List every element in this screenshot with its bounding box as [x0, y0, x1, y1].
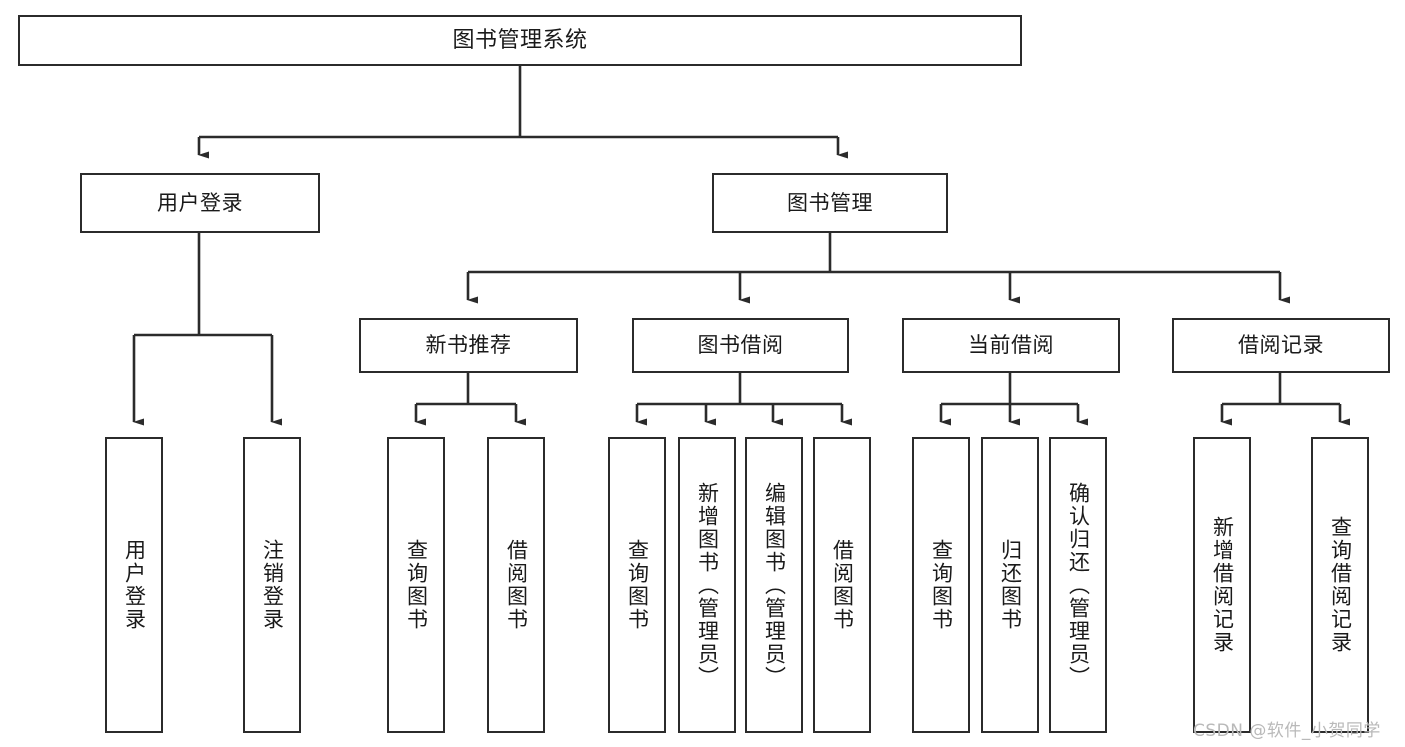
node-user-login-label: 用户登录: [157, 190, 243, 215]
node-leaf-query-record[interactable]: 查询借阅记录: [1311, 437, 1369, 733]
node-leaf-query-book-3-label: 查询图书: [929, 539, 954, 631]
node-leaf-return-book[interactable]: 归还图书: [981, 437, 1039, 733]
node-leaf-query-book-2-label: 查询图书: [625, 539, 650, 631]
node-new-book-recommend[interactable]: 新书推荐: [359, 318, 578, 373]
node-user-login[interactable]: 用户登录: [80, 173, 320, 233]
node-new-book-recommend-label: 新书推荐: [425, 333, 512, 358]
node-book-manage[interactable]: 图书管理: [712, 173, 948, 233]
node-leaf-return-book-label: 归还图书: [998, 539, 1023, 631]
node-leaf-add-record-label: 新增借阅记录: [1210, 516, 1235, 654]
node-leaf-logout-login[interactable]: 注销登录: [243, 437, 301, 733]
node-leaf-add-book-label: 新增图书（管理员）: [695, 481, 720, 689]
node-leaf-user-login[interactable]: 用户登录: [105, 437, 163, 733]
node-book-manage-label: 图书管理: [787, 190, 873, 215]
node-current-borrow[interactable]: 当前借阅: [902, 318, 1120, 373]
node-leaf-add-book[interactable]: 新增图书（管理员）: [678, 437, 736, 733]
node-leaf-query-book-1-label: 查询图书: [404, 539, 429, 631]
node-leaf-borrow-book-1[interactable]: 借阅图书: [487, 437, 545, 733]
node-leaf-confirm-return-label: 确认归还（管理员）: [1066, 481, 1091, 689]
node-leaf-edit-book[interactable]: 编辑图书（管理员）: [745, 437, 803, 733]
node-leaf-confirm-return[interactable]: 确认归还（管理员）: [1049, 437, 1107, 733]
node-book-borrow[interactable]: 图书借阅: [632, 318, 849, 373]
node-leaf-query-record-label: 查询借阅记录: [1328, 516, 1353, 654]
node-leaf-query-book-2[interactable]: 查询图书: [608, 437, 666, 733]
node-root[interactable]: 图书管理系统: [18, 15, 1022, 66]
node-leaf-add-record[interactable]: 新增借阅记录: [1193, 437, 1251, 733]
node-leaf-logout-login-label: 注销登录: [260, 539, 285, 631]
node-leaf-edit-book-label: 编辑图书（管理员）: [762, 481, 787, 689]
node-leaf-borrow-book-2-label: 借阅图书: [830, 539, 855, 631]
node-book-borrow-label: 图书借阅: [697, 333, 784, 358]
watermark-text: CSDN @软件_小贺同学: [1193, 721, 1381, 741]
node-leaf-borrow-book-2[interactable]: 借阅图书: [813, 437, 871, 733]
node-leaf-user-login-label: 用户登录: [122, 539, 147, 631]
node-leaf-query-book-1[interactable]: 查询图书: [387, 437, 445, 733]
node-leaf-query-book-3[interactable]: 查询图书: [912, 437, 970, 733]
node-borrow-record-label: 借阅记录: [1238, 333, 1324, 358]
node-root-label: 图书管理系统: [452, 27, 588, 53]
node-leaf-borrow-book-1-label: 借阅图书: [504, 539, 529, 631]
node-borrow-record[interactable]: 借阅记录: [1172, 318, 1390, 373]
node-current-borrow-label: 当前借阅: [968, 333, 1054, 358]
